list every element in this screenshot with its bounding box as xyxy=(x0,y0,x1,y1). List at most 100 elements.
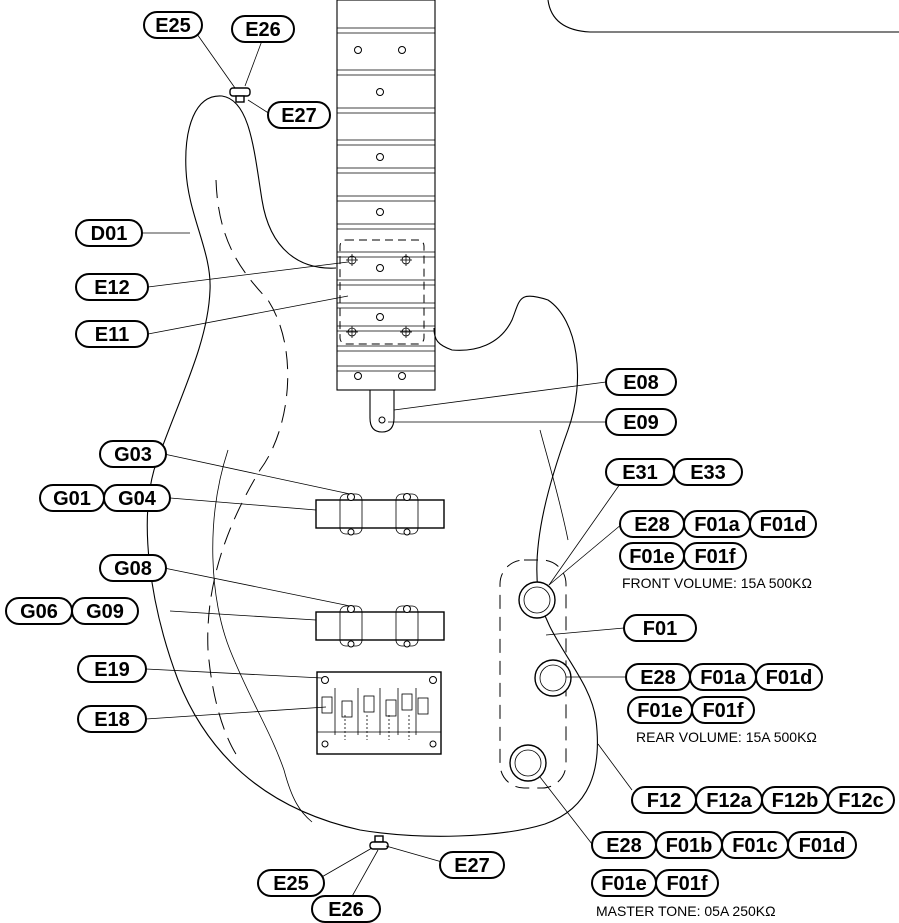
svg-text:E25: E25 xyxy=(273,873,309,895)
front-pickup xyxy=(315,493,445,536)
strap-button-top xyxy=(229,87,251,103)
label-f12a: F12a xyxy=(695,786,763,814)
svg-text:E09: E09 xyxy=(623,412,659,434)
svg-text:F01a: F01a xyxy=(700,667,746,689)
svg-text:F01c: F01c xyxy=(732,835,778,857)
svg-text:E28: E28 xyxy=(634,514,670,536)
label-rear-volume-e28: E28 xyxy=(625,663,691,691)
truss-rod-screw xyxy=(378,416,386,424)
label-master-tone-f01e: F01e xyxy=(591,869,657,897)
svg-text:F01e: F01e xyxy=(629,546,675,568)
body-outline xyxy=(146,95,598,837)
label-g06: G06 xyxy=(5,597,73,625)
svg-text:G09: G09 xyxy=(86,601,124,623)
front-volume-knob xyxy=(518,581,556,619)
svg-text:E26: E26 xyxy=(245,19,281,41)
body-inner-contour xyxy=(207,179,289,761)
svg-text:F12b: F12b xyxy=(772,790,819,812)
rear-volume-knob xyxy=(534,659,572,697)
svg-text:F01d: F01d xyxy=(766,667,813,689)
svg-text:E27: E27 xyxy=(281,105,317,127)
svg-text:F01d: F01d xyxy=(760,514,807,536)
body-edge-contour xyxy=(212,449,313,823)
label-rear-volume-f01f: F01f xyxy=(691,696,755,724)
label-f12c: F12c xyxy=(827,786,895,814)
label-e09: E09 xyxy=(605,408,677,436)
svg-text:E08: E08 xyxy=(623,372,659,394)
master-tone-spec: MASTER TONE: 05A 250KΩ xyxy=(596,903,776,919)
svg-text:G03: G03 xyxy=(114,444,152,466)
bridge-springs xyxy=(344,715,410,740)
label-e26-top: E26 xyxy=(231,15,295,43)
svg-text:F12a: F12a xyxy=(706,790,752,812)
svg-text:E11: E11 xyxy=(95,324,129,346)
frame-corner xyxy=(547,0,899,33)
master-tone-knob xyxy=(509,744,547,782)
svg-text:D01: D01 xyxy=(91,223,128,245)
label-g08: G08 xyxy=(99,554,167,582)
label-rear-volume-f01e: F01e xyxy=(627,696,693,724)
label-rear-volume-f01a: F01a xyxy=(689,663,757,691)
rear-pickup xyxy=(315,605,445,648)
label-e26-bottom: E26 xyxy=(311,895,381,923)
label-e25-bottom: E25 xyxy=(257,869,325,897)
label-master-tone-f01f: F01f xyxy=(655,869,719,897)
label-e11: E11 xyxy=(75,320,149,348)
front-volume-spec: FRONT VOLUME: 15A 500KΩ xyxy=(622,575,812,591)
label-e25-top: E25 xyxy=(143,11,203,39)
label-rear-volume-f01d: F01d xyxy=(755,663,823,691)
svg-text:F01f: F01f xyxy=(694,546,735,568)
rear-volume-spec: REAR VOLUME: 15A 500KΩ xyxy=(636,729,817,745)
label-f12b: F12b xyxy=(761,786,829,814)
label-e19: E19 xyxy=(77,655,147,683)
strap-button-bottom xyxy=(369,835,389,850)
body-right-contour xyxy=(539,429,569,541)
leader-lines xyxy=(140,33,633,901)
label-d01: D01 xyxy=(75,219,143,247)
svg-text:E12: E12 xyxy=(94,277,130,299)
neck-frets xyxy=(337,27,435,372)
svg-text:F01f: F01f xyxy=(702,700,743,722)
neck xyxy=(336,0,436,391)
neck-position-markers xyxy=(354,46,406,380)
label-e18: E18 xyxy=(77,705,147,733)
svg-text:E31: E31 xyxy=(622,462,658,484)
label-e31: E31 xyxy=(605,458,675,486)
label-master-tone-f01d: F01d xyxy=(787,831,857,859)
svg-text:E33: E33 xyxy=(690,462,726,484)
label-front-volume-f01d: F01d xyxy=(749,510,817,538)
label-front-volume-f01a: F01a xyxy=(683,510,751,538)
label-g09: G09 xyxy=(71,597,139,625)
svg-text:E28: E28 xyxy=(606,835,642,857)
svg-text:E27: E27 xyxy=(454,855,490,877)
label-g04: G04 xyxy=(103,484,171,512)
svg-text:E19: E19 xyxy=(94,659,130,681)
svg-text:F12: F12 xyxy=(647,790,681,812)
svg-text:G06: G06 xyxy=(20,601,58,623)
svg-text:E26: E26 xyxy=(328,899,364,921)
bridge xyxy=(316,671,442,755)
label-e33: E33 xyxy=(673,458,743,486)
label-front-volume-f01e: F01e xyxy=(619,542,685,570)
svg-text:F01d: F01d xyxy=(799,835,846,857)
svg-text:F01b: F01b xyxy=(666,835,713,857)
svg-text:F01a: F01a xyxy=(694,514,740,536)
label-master-tone-f01c: F01c xyxy=(721,831,789,859)
label-front-volume-e28: E28 xyxy=(619,510,685,538)
truss-rod-access xyxy=(369,390,395,433)
label-e08: E08 xyxy=(605,368,677,396)
svg-text:E18: E18 xyxy=(94,709,130,731)
label-e12: E12 xyxy=(75,273,149,301)
svg-text:F01e: F01e xyxy=(637,700,683,722)
label-f12: F12 xyxy=(631,786,697,814)
label-g01: G01 xyxy=(39,484,105,512)
label-f01: F01 xyxy=(623,614,697,642)
label-e27-bottom: E27 xyxy=(439,851,505,879)
label-g03: G03 xyxy=(99,440,167,468)
label-e27-top: E27 xyxy=(267,101,331,129)
svg-text:F01f: F01f xyxy=(666,873,707,895)
label-front-volume-f01f: F01f xyxy=(683,542,747,570)
svg-text:F01: F01 xyxy=(643,618,677,640)
svg-text:F01e: F01e xyxy=(601,873,647,895)
